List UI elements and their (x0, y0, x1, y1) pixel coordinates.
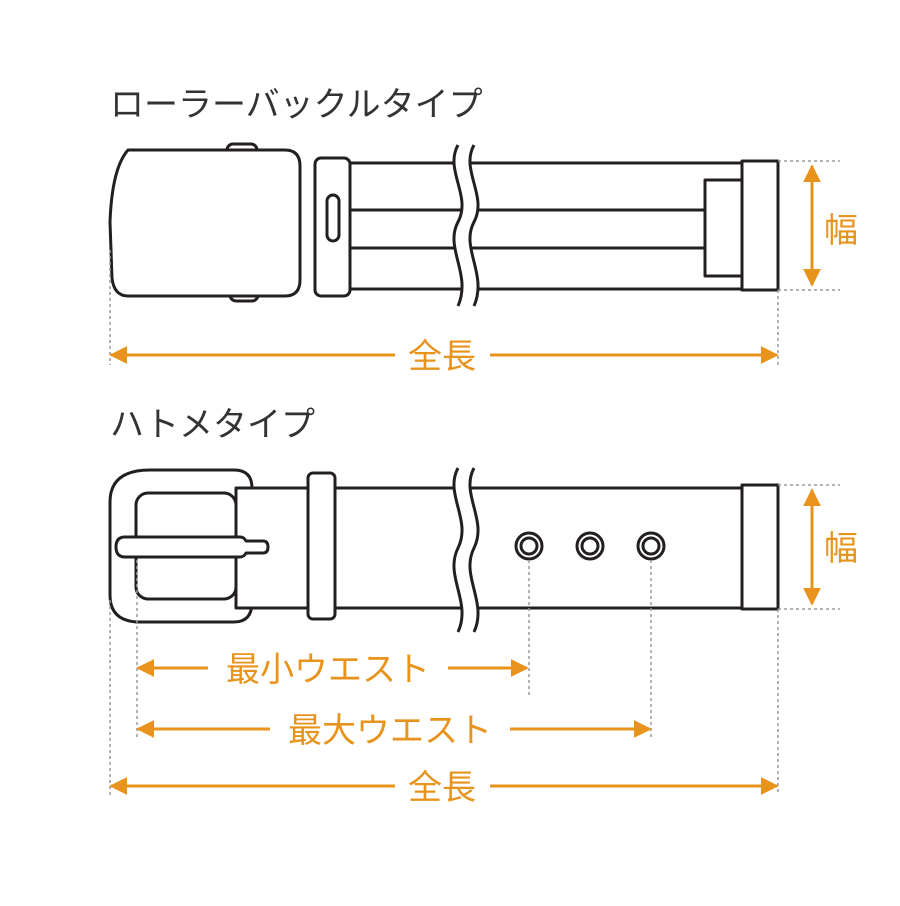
roller-width-label: 幅 (824, 211, 858, 251)
loop-slot (325, 193, 341, 243)
belt-tip (740, 483, 780, 611)
hato-type-title: ハトメタイプ (110, 405, 315, 445)
min-waist-label: 最小ウエスト (226, 650, 430, 690)
roller-length-label: 全長 (408, 337, 476, 377)
hato-width-dimension: 幅 (803, 488, 858, 606)
roller-buckle (108, 148, 302, 298)
max-waist-dimension: 最大ウエスト (136, 711, 652, 751)
hato-belt (108, 467, 780, 633)
eyelet-1 (514, 531, 544, 561)
hato-length-label: 全長 (408, 768, 476, 808)
roller-width-dimension: 幅 (803, 164, 858, 287)
belt-tip-keeper (703, 178, 744, 278)
max-waist-label: 最大ウエスト (288, 711, 492, 751)
roller-length-dimension: 全長 (109, 337, 779, 377)
hato-width-label: 幅 (824, 529, 858, 569)
min-waist-dimension: 最小ウエスト (136, 650, 529, 690)
roller-buckle-belt (108, 142, 780, 307)
belt-tip (740, 159, 780, 292)
belt-loop (306, 471, 337, 621)
eyelet-2 (575, 531, 605, 561)
eyelet-3 (636, 531, 666, 561)
hato-length-dimension: 全長 (109, 768, 779, 808)
buckle-prong (114, 535, 270, 559)
roller-type-title: ローラーバックルタイプ (110, 85, 483, 125)
